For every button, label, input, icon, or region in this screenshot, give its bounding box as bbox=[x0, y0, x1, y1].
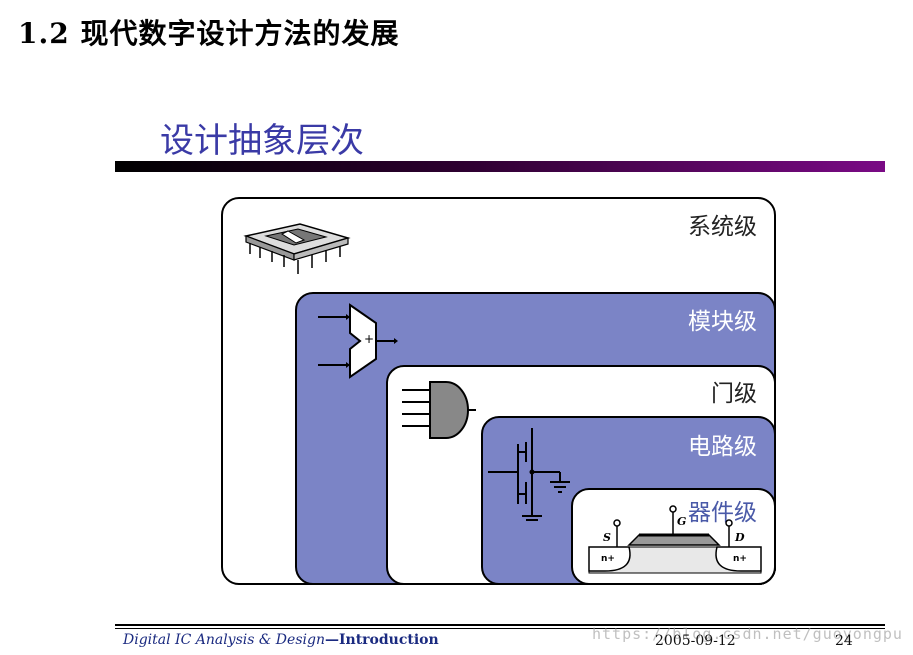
footer-page-number: 24 bbox=[835, 633, 853, 649]
footer-course-subtitle: —Introduction bbox=[324, 632, 439, 648]
watermark-url: https://blog.csdn.net/guoyongpu bbox=[592, 625, 903, 643]
footer-rule-thin bbox=[115, 628, 885, 629]
adder-module-icon: + bbox=[318, 303, 398, 379]
chip-package-icon bbox=[243, 223, 351, 274]
circuit-level-label: 电路级 bbox=[688, 434, 757, 460]
gate-level-label: 门级 bbox=[711, 381, 757, 407]
device-level-label: 器件级 bbox=[688, 500, 757, 526]
footer-date: 2005-09-12 bbox=[655, 633, 736, 649]
transistor-circuit-icon bbox=[488, 428, 570, 521]
mosfet-device-icon: S G D n+ n+ bbox=[588, 505, 762, 574]
page-heading: 1.2 现代数字设计方法的发展 bbox=[18, 17, 400, 50]
system-level-label: 系统级 bbox=[688, 214, 757, 240]
module-level-label: 模块级 bbox=[688, 309, 757, 335]
footer-course-title: Digital IC Analysis & Design bbox=[123, 632, 325, 648]
gate-terminal-label: G bbox=[677, 515, 686, 528]
slide-title: 设计抽象层次 bbox=[160, 121, 364, 161]
drain-label: D bbox=[734, 531, 745, 544]
drain-nplus-label: n+ bbox=[733, 554, 747, 564]
and-gate-icon bbox=[402, 381, 476, 439]
source-label: S bbox=[603, 531, 611, 544]
footer-rule bbox=[115, 624, 885, 626]
title-rule bbox=[115, 161, 885, 172]
footer-course-name: Digital IC Analysis & Design—Introductio… bbox=[123, 632, 439, 648]
source-nplus-label: n+ bbox=[601, 554, 615, 564]
adder-plus-symbol: + bbox=[364, 332, 374, 346]
